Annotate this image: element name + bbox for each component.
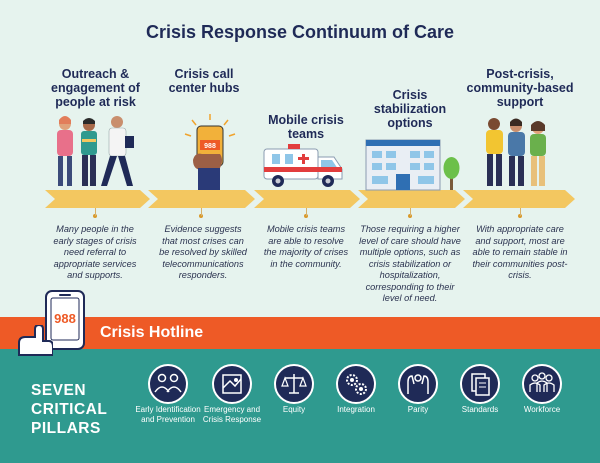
connector-line-2: [200, 208, 202, 216]
gears-icon: [346, 374, 367, 395]
documents-icon: [471, 373, 490, 396]
platform-5: [463, 190, 575, 208]
stage-desc-call-center: Evidence suggests that most crises can b…: [159, 224, 247, 280]
pillar-early-identification-label: Early Identification and Prevention: [135, 405, 201, 424]
stage-desc-mobile-teams: Mobile crisis teams are able to resolve …: [263, 224, 349, 269]
hotline-label: Crisis Hotline: [100, 324, 204, 341]
pillar-parity-icon: [398, 364, 438, 404]
platform-1: [45, 190, 150, 208]
connector-dot-2: [199, 214, 203, 218]
page-title: Crisis Response Continuum of Care: [145, 22, 455, 42]
stage-title-stabilization: Crisis stabilization options: [373, 88, 447, 130]
outreach-people-illustration: [57, 116, 134, 186]
stage-title-post-crisis: Post-crisis, community-based support: [466, 67, 574, 109]
pillar-equity-label: Equity: [282, 405, 306, 414]
pillar-equity-icon: [274, 364, 314, 404]
map-icon: [222, 374, 242, 394]
connector-line-3: [305, 208, 307, 216]
scales-icon: [281, 374, 307, 394]
pillar-standards-label: Standards: [461, 405, 499, 414]
call-center-phone-illustration: 988: [184, 114, 236, 190]
pillar-integration-label: Integration: [337, 405, 375, 414]
platform-4: [358, 190, 465, 208]
pillar-workforce-icon: [522, 364, 562, 404]
connector-dot-4: [408, 214, 412, 218]
connector-dot-1: [93, 214, 97, 218]
stage-title-mobile-teams: Mobile crisis teams: [268, 113, 344, 141]
phone-icon: 988: [45, 290, 85, 350]
stage-title-call-center: Crisis call center hubs: [168, 67, 240, 95]
pillar-emergency-response-icon: [212, 364, 252, 404]
connector-dot-5: [518, 214, 522, 218]
stage-desc-post-crisis: With appropriate care and support, most …: [472, 224, 568, 280]
hotline-number: 988: [54, 311, 76, 326]
pillar-integration-icon: [336, 364, 376, 404]
platform-3: [254, 190, 360, 208]
pillar-workforce-label: Workforce: [523, 405, 561, 414]
connector-line-1: [94, 208, 96, 216]
team-icon: [529, 372, 555, 392]
people-icon: [154, 373, 182, 393]
pillar-early-identification-icon: [148, 364, 188, 404]
ambulance-illustration: [263, 144, 343, 187]
pillar-emergency-response-label: Emergency and Crisis Response: [202, 405, 262, 424]
hotline-band: [0, 317, 600, 349]
raised-hands-icon: [407, 374, 429, 394]
pathway-graphic: [45, 190, 575, 208]
stabilization-building-illustration: [365, 139, 460, 191]
connector-line-4: [409, 208, 411, 216]
platform-2: [148, 190, 255, 208]
pillar-parity-label: Parity: [407, 405, 429, 414]
stage-title-outreach: Outreach & engagement of people at risk: [51, 67, 140, 109]
pillars-heading: SEVEN CRITICAL PILLARS: [31, 382, 108, 437]
community-support-illustration: [486, 118, 546, 186]
svg-text:988: 988: [204, 143, 216, 150]
stage-desc-stabilization: Those requiring a higher level of care s…: [359, 224, 461, 303]
tapping-hand-icon: [18, 325, 53, 356]
pillar-standards-icon: [460, 364, 500, 404]
hotline-phone: 988: [18, 289, 101, 356]
stage-desc-outreach: Many people in the early stages of crisi…: [53, 224, 137, 280]
connector-line-5: [519, 208, 521, 216]
connector-dot-3: [304, 214, 308, 218]
